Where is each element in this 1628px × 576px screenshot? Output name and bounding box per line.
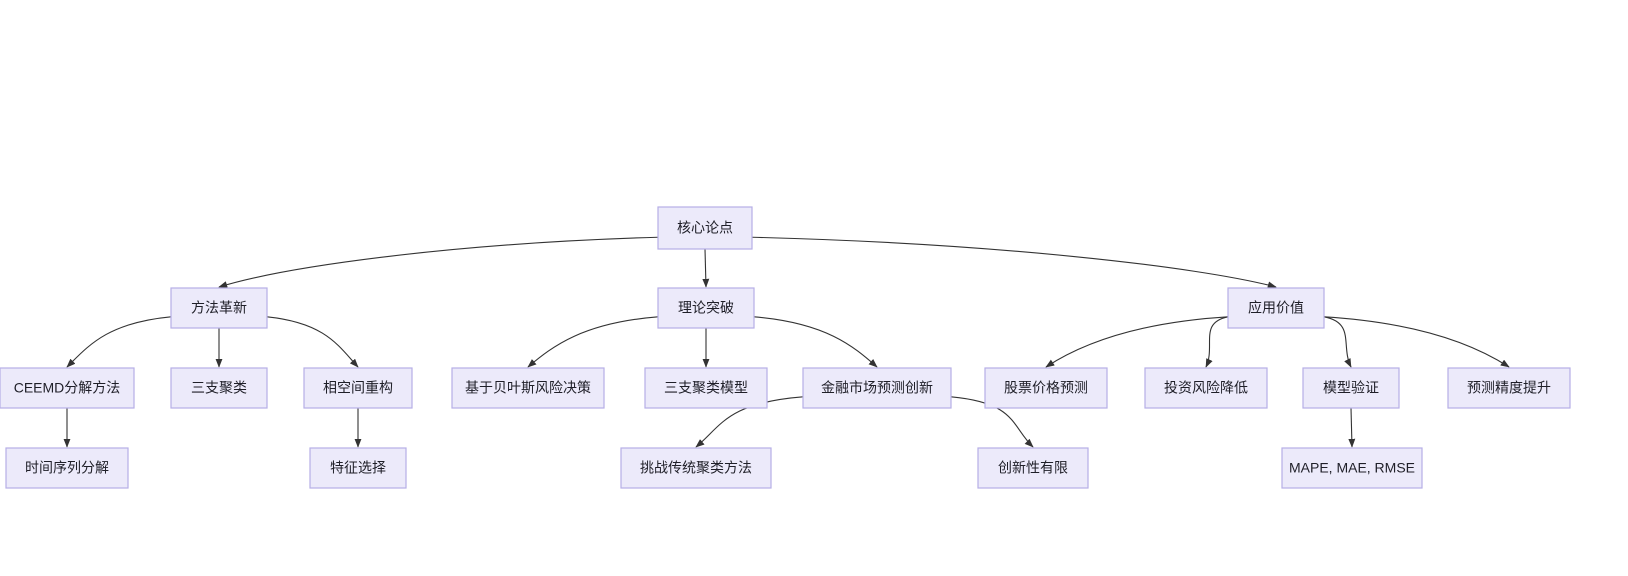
node-n2c1[interactable]: 挑战传统聚类方法 xyxy=(620,447,772,489)
edge-n3c-to-n3c1 xyxy=(1348,407,1356,448)
node-box[interactable] xyxy=(984,367,1108,409)
node-box[interactable] xyxy=(1447,367,1571,409)
node-label: 理论突破 xyxy=(678,300,734,316)
node-box[interactable] xyxy=(644,367,768,409)
node-box[interactable] xyxy=(1227,287,1325,329)
node-label: 方法革新 xyxy=(191,300,247,316)
node-label: 金融市场预测创新 xyxy=(821,380,933,396)
node-label: 基于贝叶斯风险决策 xyxy=(465,380,591,396)
node-root[interactable]: 核心论点 xyxy=(657,206,753,250)
edges-layer xyxy=(63,236,1510,448)
node-label: 应用价值 xyxy=(1248,300,1304,316)
node-n1c[interactable]: 相空间重构 xyxy=(303,367,413,409)
node-box[interactable] xyxy=(309,447,407,489)
node-label: 时间序列分解 xyxy=(25,460,109,476)
node-box[interactable] xyxy=(1302,367,1400,409)
node-box[interactable] xyxy=(1144,367,1268,409)
node-box[interactable] xyxy=(5,447,129,489)
node-label: 特征选择 xyxy=(330,460,386,476)
node-label: 创新性有限 xyxy=(998,460,1068,476)
node-box[interactable] xyxy=(977,447,1089,489)
node-box[interactable] xyxy=(170,367,268,409)
node-n3c[interactable]: 模型验证 xyxy=(1302,367,1400,409)
node-n2c[interactable]: 金融市场预测创新 xyxy=(802,367,952,409)
node-box[interactable] xyxy=(451,367,605,409)
node-n2b[interactable]: 三支聚类模型 xyxy=(644,367,768,409)
node-n3c1[interactable]: MAPE, MAE, RMSE xyxy=(1281,447,1423,489)
node-box[interactable] xyxy=(620,447,772,489)
edge-n2c-to-n2c2 xyxy=(950,396,1034,448)
node-label: 核心论点 xyxy=(677,220,733,236)
node-label: 预测精度提升 xyxy=(1467,380,1551,396)
node-box[interactable] xyxy=(802,367,952,409)
node-label: 三支聚类模型 xyxy=(664,380,748,396)
edge-root-to-n1 xyxy=(218,236,659,288)
edge-n3-to-n3b xyxy=(1205,316,1229,368)
node-label: 相空间重构 xyxy=(323,380,393,396)
node-label: 三支聚类 xyxy=(191,380,247,396)
edge-n3-to-n3d xyxy=(1323,316,1510,368)
node-n2[interactable]: 理论突破 xyxy=(657,287,755,329)
node-box[interactable] xyxy=(657,206,753,250)
node-box[interactable] xyxy=(303,367,413,409)
node-n1[interactable]: 方法革新 xyxy=(170,287,268,329)
node-n1b[interactable]: 三支聚类 xyxy=(170,367,268,409)
node-label: MAPE, MAE, RMSE xyxy=(1289,460,1415,476)
node-n1a[interactable]: CEEMD分解方法 xyxy=(0,367,135,409)
node-box[interactable] xyxy=(170,287,268,329)
node-n3a[interactable]: 股票价格预测 xyxy=(984,367,1108,409)
edge-n2-to-n2a xyxy=(527,316,659,368)
node-n2c2[interactable]: 创新性有限 xyxy=(977,447,1089,489)
node-n3d[interactable]: 预测精度提升 xyxy=(1447,367,1571,409)
node-label: 挑战传统聚类方法 xyxy=(640,460,752,476)
edge-n3-to-n3c xyxy=(1323,316,1352,368)
node-n3[interactable]: 应用价值 xyxy=(1227,287,1325,329)
edge-n2c-to-n2c1 xyxy=(695,396,804,448)
node-label: CEEMD分解方法 xyxy=(14,380,121,396)
edge-n1-to-n1c xyxy=(266,316,359,368)
node-n3b[interactable]: 投资风险降低 xyxy=(1144,367,1268,409)
node-box[interactable] xyxy=(0,367,135,409)
edge-root-to-n2 xyxy=(702,248,710,288)
node-n1c1[interactable]: 特征选择 xyxy=(309,447,407,489)
node-label: 投资风险降低 xyxy=(1164,380,1248,396)
node-box[interactable] xyxy=(1281,447,1423,489)
node-label: 股票价格预测 xyxy=(1004,380,1088,396)
edge-n1-to-n1a xyxy=(66,316,172,368)
node-label: 模型验证 xyxy=(1323,380,1379,396)
node-n1a1[interactable]: 时间序列分解 xyxy=(5,447,129,489)
edge-n2-to-n2c xyxy=(753,316,878,368)
node-n2a[interactable]: 基于贝叶斯风险决策 xyxy=(451,367,605,409)
edge-n3-to-n3a xyxy=(1045,316,1229,368)
node-box[interactable] xyxy=(657,287,755,329)
edge-root-to-n3 xyxy=(751,236,1277,289)
